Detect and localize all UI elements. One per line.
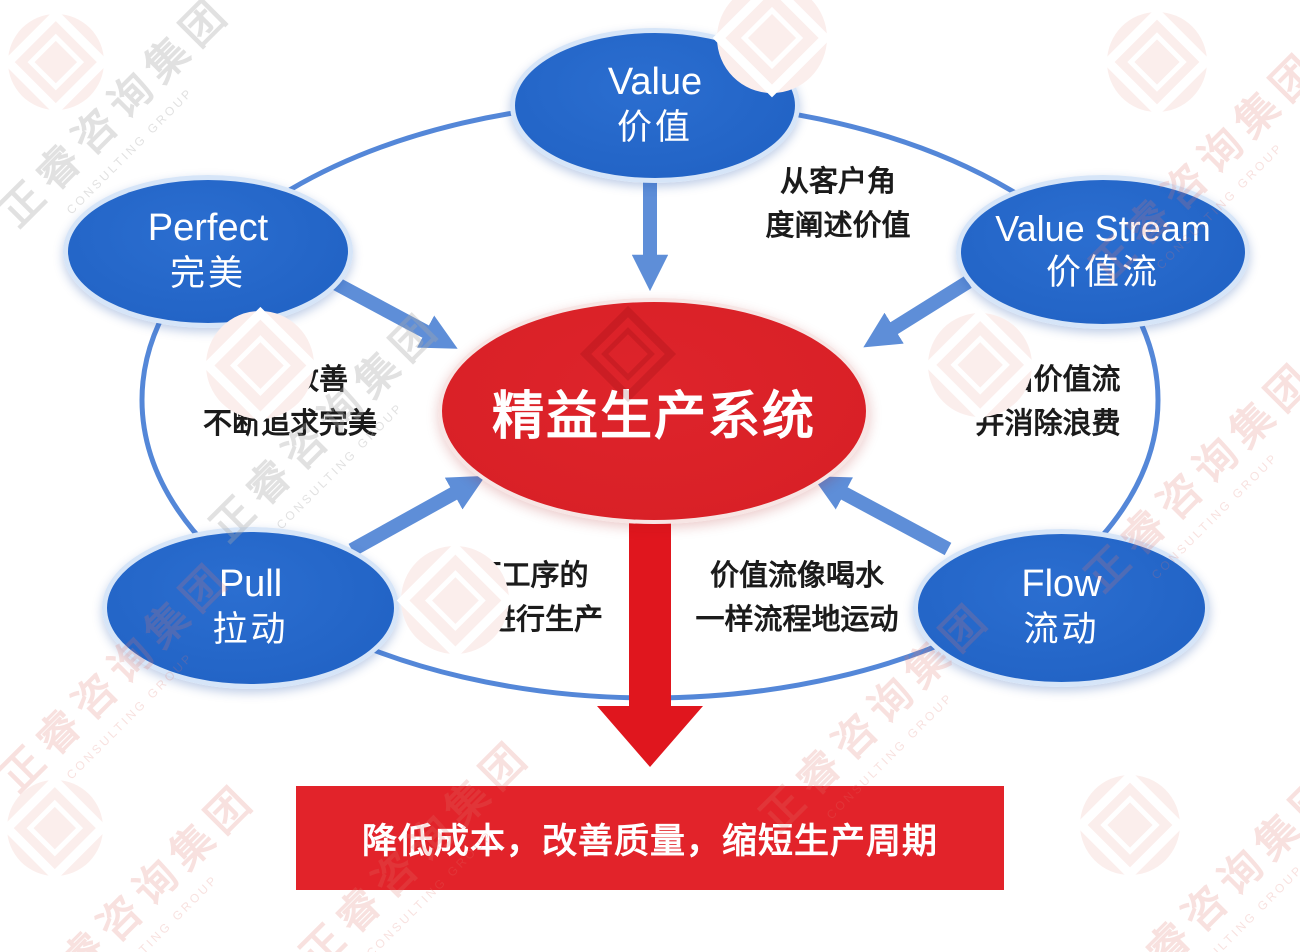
flow-to-center-arrow [812, 476, 952, 556]
note-value-line2: 度阐述价值 [765, 210, 911, 242]
note-value-line1: 从客户角 [779, 166, 897, 198]
node-value-stream-en: Value Stream [995, 207, 1211, 249]
perfect-to-center-arrow [329, 275, 458, 349]
note-flow-line1: 价值流像喝水 [709, 560, 885, 592]
note-perfect-line1: 持续改善 [231, 364, 349, 396]
note-value-stream-line2: 并消除浪费 [975, 408, 1121, 440]
node-value: Value 价值 [510, 28, 800, 183]
note-pull: 按下工序的 需求进行生产 [429, 554, 603, 642]
center-to-banner-big-arrow [597, 510, 703, 767]
note-flow-line2: 一样流程地运动 [695, 604, 899, 636]
center-title: 精益生产系统 [491, 387, 816, 446]
node-flow-en: Flow [1021, 563, 1102, 606]
note-value-stream-line1: 找出价值流 [975, 364, 1121, 396]
note-pull-line2: 需求进行生产 [428, 604, 604, 636]
note-value-stream: 找出价值流 并消除浪费 [975, 358, 1120, 446]
node-pull-zh: 拉动 [212, 610, 289, 650]
node-perfect: Perfect 完美 [63, 175, 353, 328]
node-value-stream: Value Stream 价值流 [956, 175, 1250, 329]
node-pull-en: Pull [218, 563, 283, 606]
note-value: 从客户角 度阐述价值 [765, 160, 910, 248]
result-banner-text: 降低成本，改善质量，缩短生产周期 [361, 821, 938, 861]
node-value-stream-zh: 价值流 [1045, 253, 1160, 293]
note-perfect-line2: 不断追求完美 [202, 408, 378, 440]
result-banner: 降低成本，改善质量，缩短生产周期 [296, 786, 1004, 890]
node-pull: Pull 拉动 [102, 527, 399, 689]
note-perfect: 持续改善 不断追求完美 [203, 358, 377, 446]
node-flow: Flow 流动 [913, 529, 1210, 687]
node-center-lean-production-system: 精益生产系统 [438, 298, 870, 524]
node-flow-zh: 流动 [1023, 610, 1100, 650]
pull-to-center-arrow [348, 475, 486, 557]
node-value-zh: 价值 [616, 107, 693, 147]
value-stream-to-center-arrow [863, 276, 972, 348]
node-perfect-en: Perfect [147, 206, 269, 249]
connector-arrows [329, 180, 972, 557]
node-perfect-zh: 完美 [169, 253, 246, 293]
note-pull-line1: 按下工序的 [443, 560, 589, 592]
note-flow: 价值流像喝水 一样流程地运动 [695, 554, 898, 642]
node-value-en: Value [607, 60, 703, 103]
